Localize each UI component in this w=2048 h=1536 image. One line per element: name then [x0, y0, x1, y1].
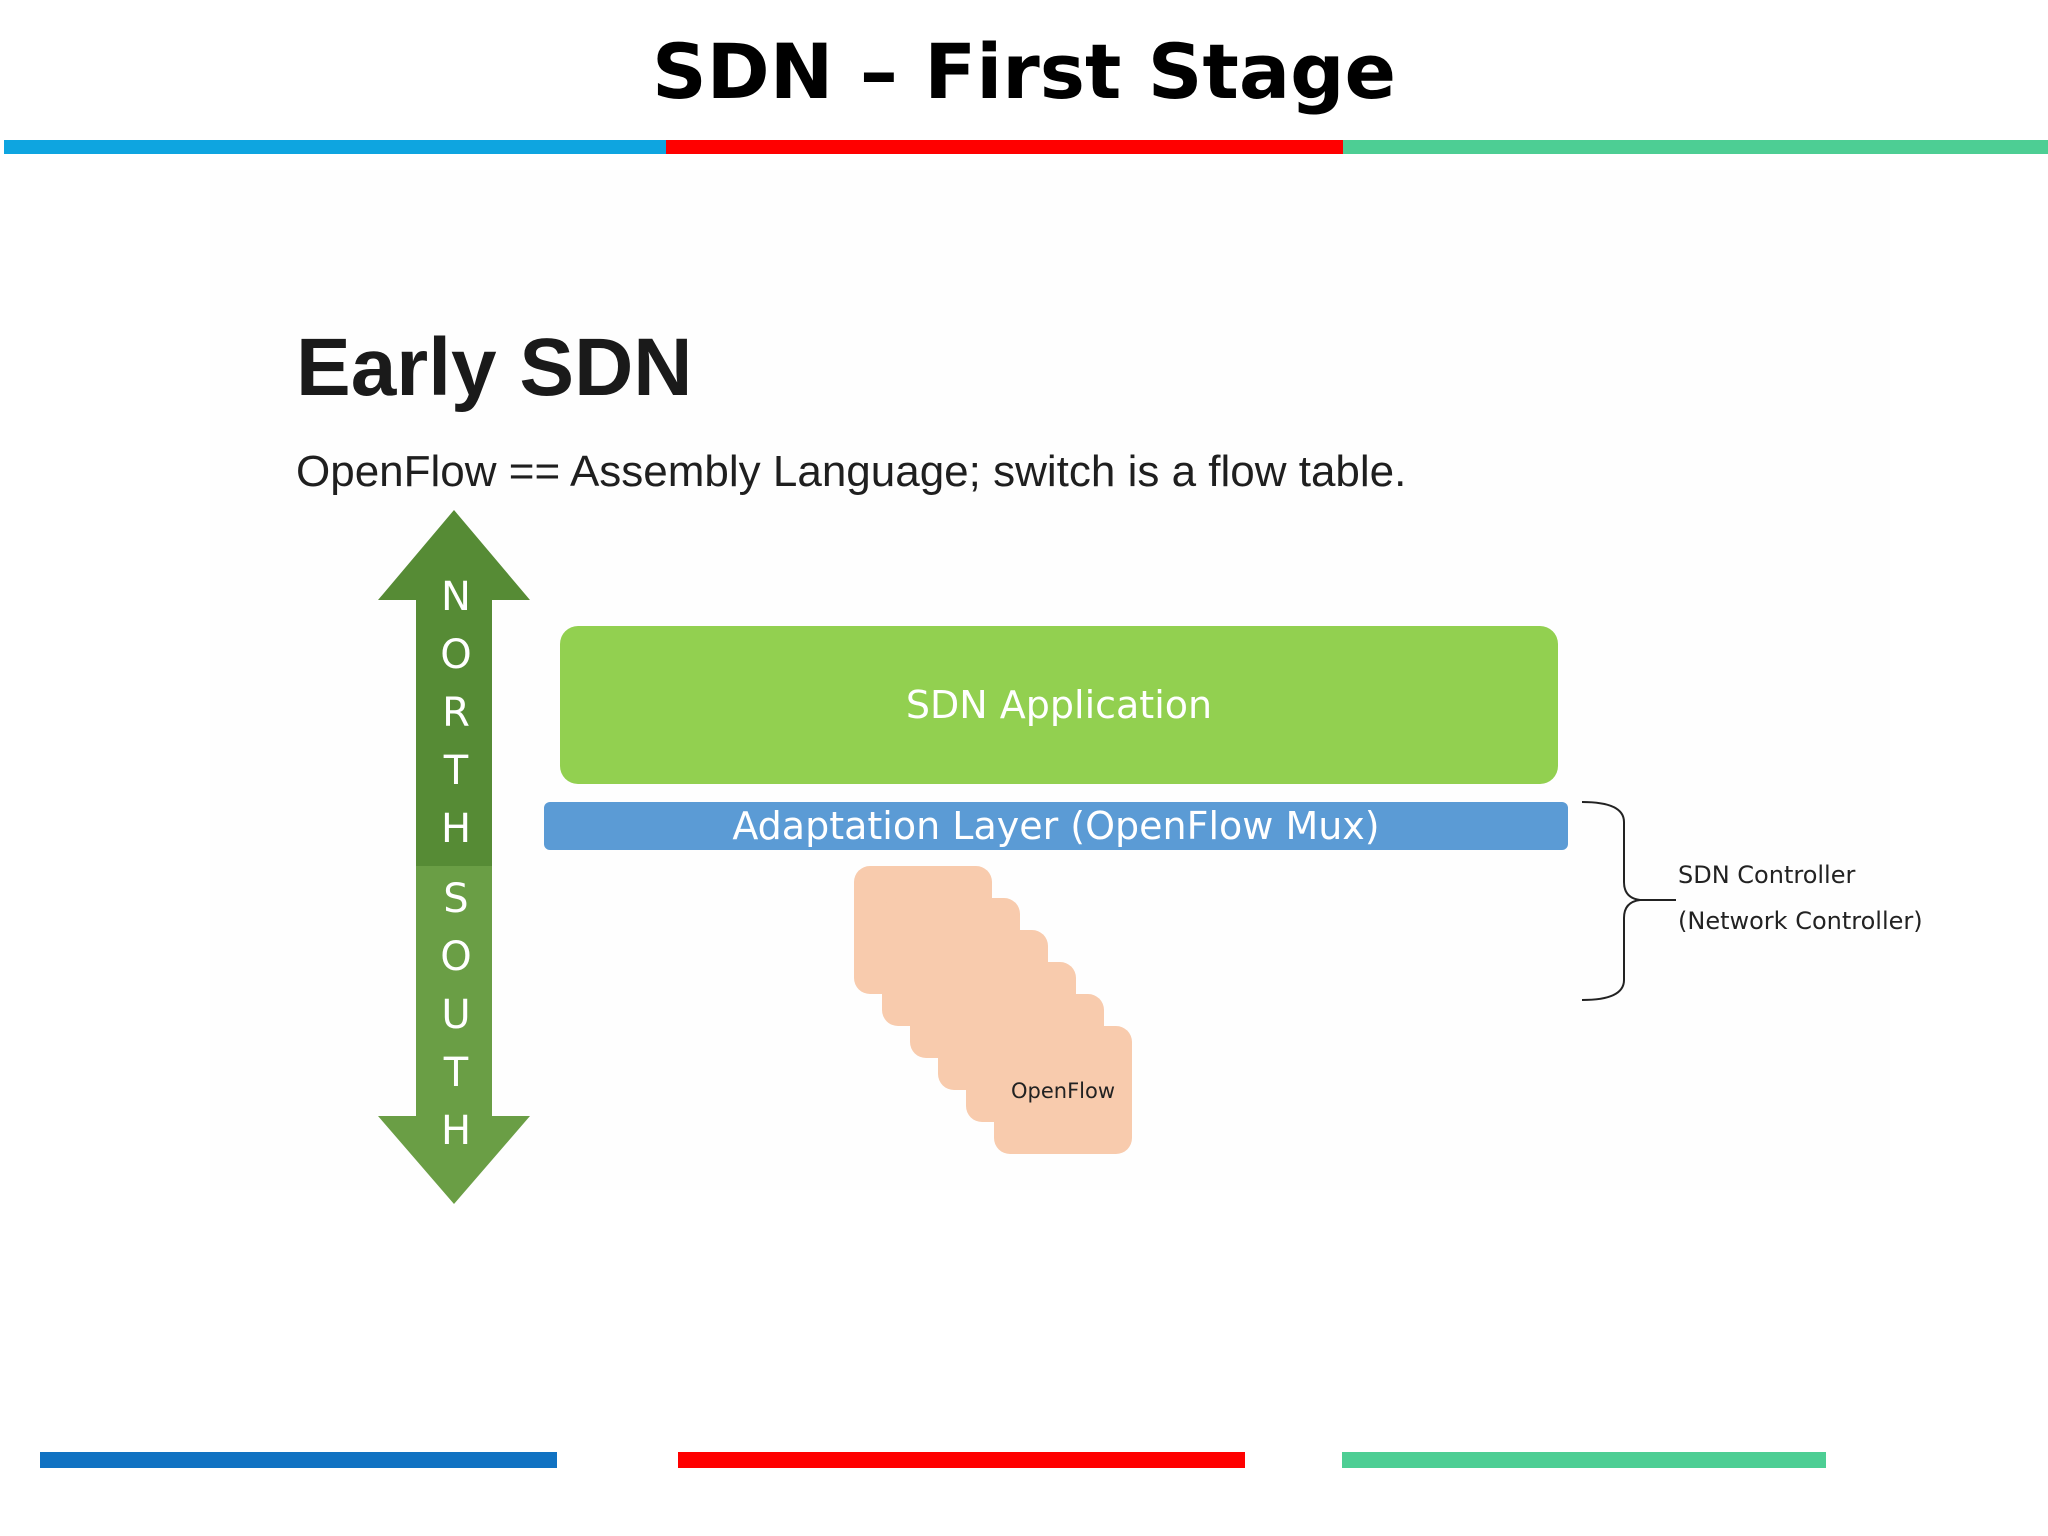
network-controller-label: (Network Controller) [1678, 907, 1923, 935]
sdn-application-label: SDN Application [905, 683, 1213, 727]
top-rule-green [1343, 140, 2048, 154]
openflow-switch-label: OpenFlow [1010, 1079, 1116, 1103]
bottom-rule-blue [40, 1452, 557, 1468]
south-letter: O [440, 934, 472, 980]
diagram-subtitle: OpenFlow == Assembly Language; switch is… [296, 447, 1407, 496]
south-letter: S [443, 876, 469, 922]
bottom-rule-green [1342, 1452, 1826, 1468]
sdn-application-box: SDN Application [560, 626, 1558, 784]
north-letters: N O R T H [416, 568, 496, 858]
openflow-switch-card [994, 1026, 1132, 1154]
south-arrow-shape [378, 866, 530, 1204]
north-arrow-shape [378, 510, 530, 866]
south-letter: U [441, 992, 471, 1038]
sdn-controller-label: SDN Controller [1678, 861, 1856, 889]
bottom-rule-red [678, 1452, 1245, 1468]
adaptation-layer-box: Adaptation Layer (OpenFlow Mux) [544, 802, 1568, 850]
south-letter: H [440, 1108, 472, 1154]
diagram-heading: Early SDN [296, 322, 693, 413]
controller-brace-path [1581, 801, 1676, 1001]
top-rule-blue [4, 140, 666, 154]
north-letter: N [441, 574, 471, 620]
north-letter: R [442, 690, 470, 736]
controller-brace [1581, 801, 1676, 1001]
adaptation-layer-label: Adaptation Layer (OpenFlow Mux) [732, 804, 1380, 848]
slide-title: SDN – First Stage [651, 27, 1397, 116]
north-letter: T [443, 748, 469, 794]
north-letter: O [440, 632, 472, 678]
north-letter: H [440, 806, 472, 852]
top-rule-red [666, 140, 1343, 154]
south-letters: S O U T H [416, 870, 496, 1160]
south-letter: T [443, 1050, 469, 1096]
north-south-arrow [378, 510, 530, 1204]
